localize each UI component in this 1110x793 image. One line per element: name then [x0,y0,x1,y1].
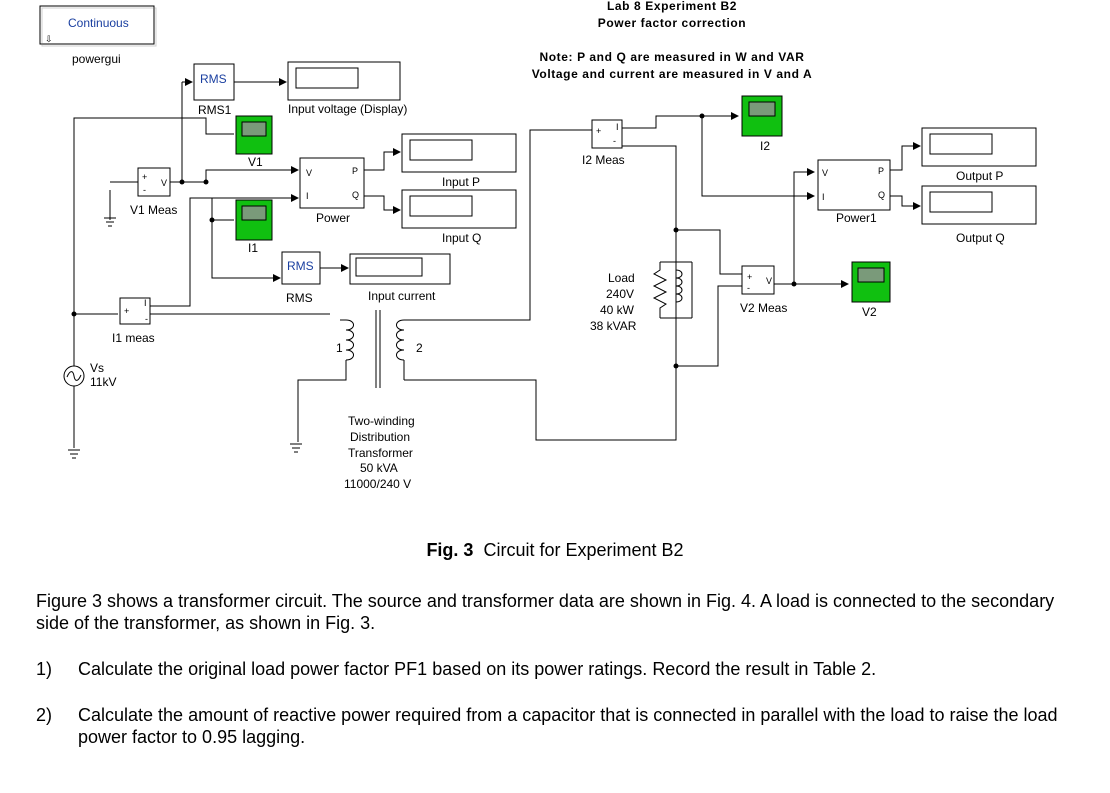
svg-text:-: - [613,136,616,146]
rms-label: RMS [286,291,313,305]
intro-paragraph: Figure 3 shows a transformer circuit. Th… [36,591,1055,633]
powergui-block[interactable]: Continuous ⇩ [39,5,157,47]
figure-number: Fig. 3 [426,540,474,560]
v1-meas-label: V1 Meas [130,203,177,217]
svg-text:V: V [306,168,312,178]
svg-text:Q: Q [352,190,359,200]
svg-text:Distribution: Distribution [350,430,410,444]
svg-text:240V: 240V [606,287,634,301]
powergui-label: powergui [72,52,121,66]
svg-text:V: V [766,276,772,286]
svg-text:-: - [145,314,148,324]
svg-text:V: V [161,178,167,188]
svg-text:11000/240 V: 11000/240 V [344,477,411,491]
svg-text:V: V [822,168,828,178]
v2-meas-label: V2 Meas [740,301,787,315]
transformer[interactable]: 1 2 [336,310,423,388]
svg-text:2: 2 [416,341,423,355]
svg-text:P: P [878,166,884,176]
load-rlc[interactable] [652,228,693,342]
power-block[interactable]: V I P Q [299,157,365,209]
svg-text:P: P [352,166,358,176]
svg-text:Load: Load [608,271,635,285]
input-voltage-display-label: Input voltage (Display) [288,102,407,116]
ground-icon [290,443,302,453]
i1-scope-label: I1 [248,241,258,255]
rms1-text: RMS [200,72,227,86]
svg-text:Two-winding: Two-winding [348,414,415,428]
svg-text:38 kVAR: 38 kVAR [590,319,637,333]
svg-text:+: + [596,126,601,136]
i2-meas-label: I2 Meas [582,153,625,167]
rms-text: RMS [287,259,314,273]
i1-meas-label: I1 meas [112,331,155,345]
i2-scope[interactable] [741,95,783,137]
i2-scope-label: I2 [760,139,770,153]
svg-text:1: 1 [336,341,343,355]
svg-text:40 kW: 40 kW [600,303,635,317]
svg-text:+: + [124,306,129,316]
diagram-title-line2: Power factor correction [598,16,747,30]
input-q-label: Input Q [442,231,481,245]
output-p-display[interactable] [921,127,1037,167]
output-p-label: Output P [956,169,1003,183]
source-value: 11kV [90,375,116,389]
output-q-display[interactable] [921,185,1037,225]
v2-meas-block[interactable]: + - V [741,265,775,295]
svg-text:I: I [616,122,619,132]
i2-meas-block[interactable]: + - I [591,119,623,149]
svg-text:Q: Q [878,190,885,200]
junction-dots [71,113,797,369]
input-current-label: Input current [368,289,436,303]
note-line2: Voltage and current are measured in V an… [532,67,813,81]
svg-text:+: + [747,272,752,282]
diagram-title-line1: Lab 8 Experiment B2 [607,0,737,13]
circuit-diagram: Continuous ⇩ powergui Lab 8 Experiment B… [39,0,1037,491]
v2-scope-label: V2 [862,305,877,319]
svg-text:-: - [143,185,146,195]
svg-text:I: I [306,191,309,201]
input-p-label: Input P [442,175,480,189]
power1-block[interactable]: V I P Q [817,159,891,211]
power-label: Power [316,211,350,225]
v1-scope-label: V1 [248,155,263,169]
v2-scope[interactable] [851,261,891,303]
svg-text:50 kVA: 50 kVA [360,461,398,475]
v1-scope[interactable] [235,115,273,155]
i1-meas-block[interactable]: + - I [119,297,151,325]
ground-icon [68,449,80,459]
voltage-source[interactable] [63,365,85,387]
input-voltage-display[interactable] [287,61,401,101]
input-p-display[interactable] [401,133,517,173]
output-q-label: Output Q [956,231,1005,245]
svg-text:-: - [747,283,750,293]
input-q-display[interactable] [401,189,517,229]
note-line1: Note: P and Q are measured in W and VAR [539,50,804,64]
figure-caption: Fig. 3 Circuit for Experiment B2 [0,540,1110,561]
ground-icon [104,217,116,227]
figure-caption-text: Circuit for Experiment B2 [483,540,684,560]
rms1-label: RMS1 [198,103,232,117]
rms1-block[interactable]: RMS [193,63,235,101]
i1-scope[interactable] [235,199,273,241]
rms-block[interactable]: RMS [281,251,321,285]
v1-meas-block[interactable]: + - V [137,167,171,197]
block-arrow-icon: ⇩ [45,34,53,44]
powergui-mode: Continuous [68,16,129,30]
svg-text:I: I [822,192,825,202]
svg-text:Transformer: Transformer [348,446,413,460]
svg-text:+: + [142,172,147,182]
source-name: Vs [90,361,104,375]
power1-label: Power1 [836,211,877,225]
svg-text:I: I [144,298,147,308]
input-current-display[interactable] [349,253,451,285]
